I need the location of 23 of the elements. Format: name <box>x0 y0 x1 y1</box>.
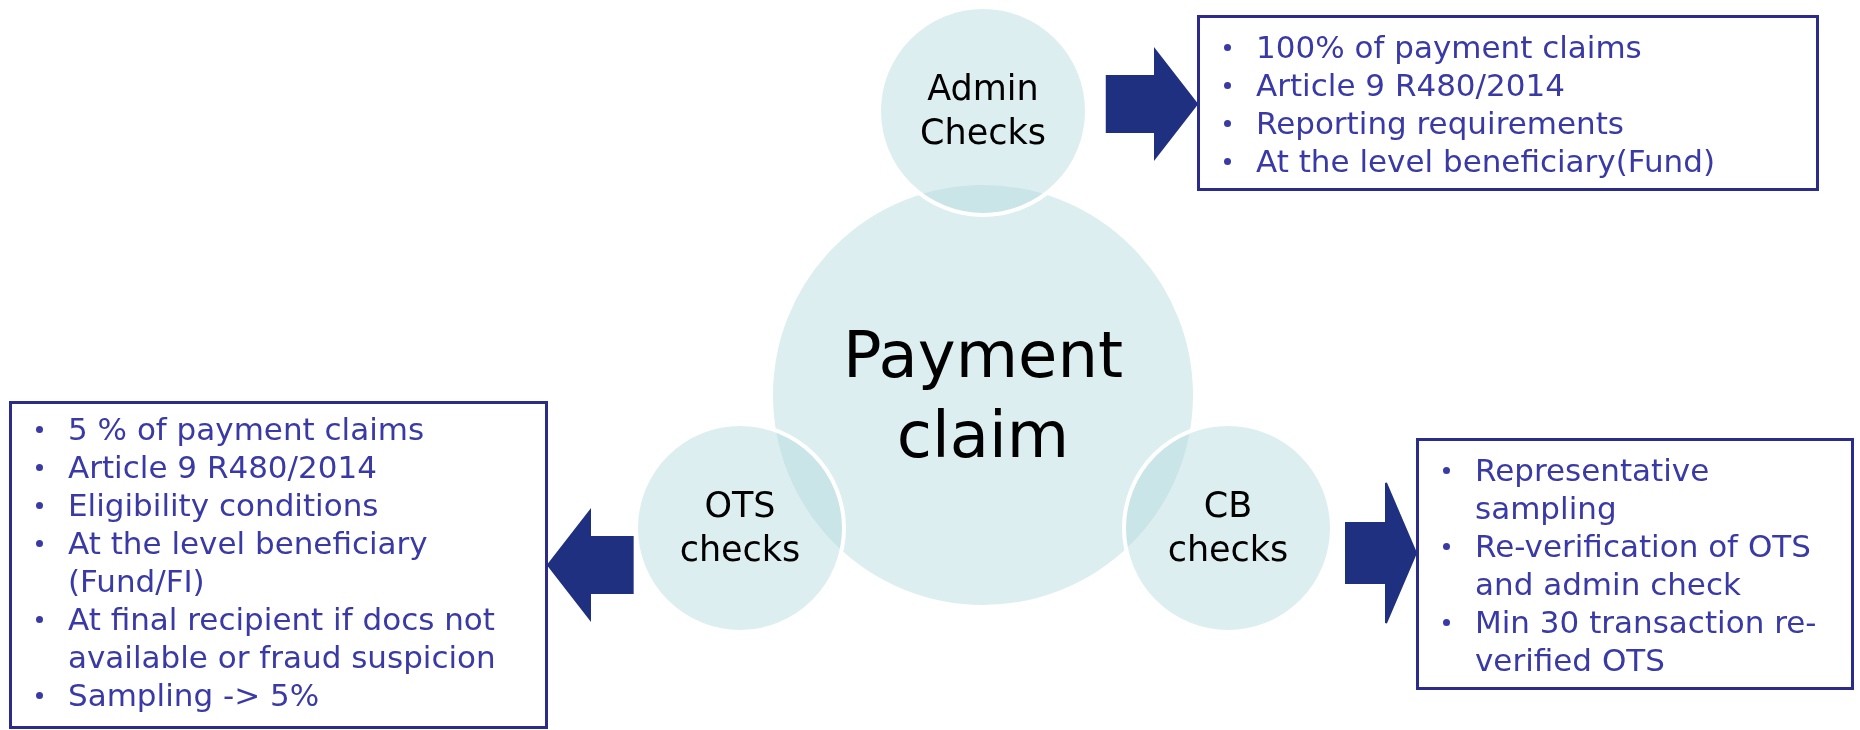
bullet-item: Representative sampling <box>1475 451 1843 527</box>
bullet-item: Sampling -> 5% <box>68 676 537 714</box>
bullet-item: Article 9 R480/2014 <box>1256 66 1808 104</box>
bullet-item: 100% of payment claims <box>1256 28 1808 66</box>
circle-label: CB checks <box>1166 484 1290 571</box>
bullet-item: Article 9 R480/2014 <box>68 448 537 486</box>
text-box <box>9 401 548 729</box>
circle-label: OTS checks <box>678 484 802 571</box>
circle-label: Admin Checks <box>919 67 1047 154</box>
block-arrow <box>1345 482 1418 624</box>
bullet-item: Min 30 transaction re-verified OTS <box>1475 603 1843 679</box>
bullet-item: Re-verification of OTS and admin check <box>1475 527 1843 603</box>
bullet-item: At the level beneficiary(Fund) <box>1256 142 1808 180</box>
bullet-item: At final recipient if docs not available or fraud suspicion <box>68 600 537 676</box>
bullet-item: 5 % of payment claims <box>68 410 537 448</box>
bullet-item: Reporting requirements <box>1256 104 1808 142</box>
bullet-item: At the level beneficiary (Fund/FI) <box>68 524 537 600</box>
text-box <box>1416 438 1854 690</box>
block-arrow <box>546 508 634 622</box>
circle-label: Payment claim <box>841 317 1125 474</box>
bullet-item: Eligibility conditions <box>68 486 537 524</box>
text-box <box>1197 15 1819 191</box>
block-arrow <box>1105 47 1199 161</box>
